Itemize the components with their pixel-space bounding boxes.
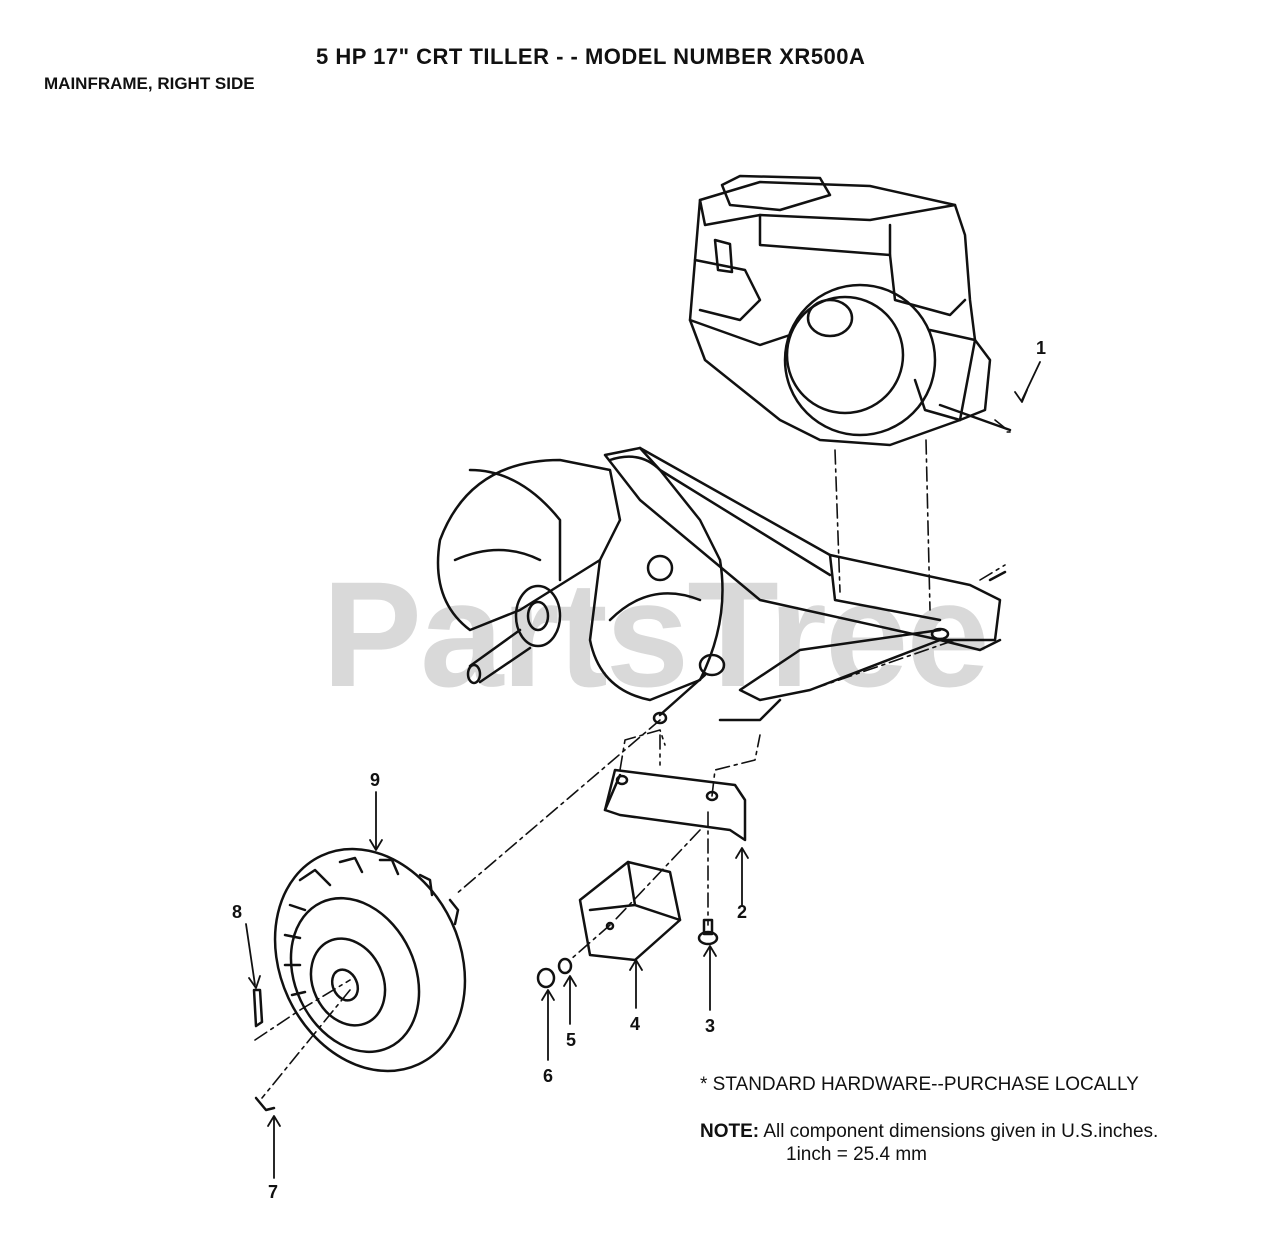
callout-3: 3 <box>705 1016 715 1036</box>
standard-hardware-note: * STANDARD HARDWARE--PURCHASE LOCALLY <box>700 1074 1139 1095</box>
callout-9: 9 <box>370 770 380 790</box>
pin-illustration <box>252 988 276 1112</box>
bracket-illustration <box>603 768 747 842</box>
callout-4: 4 <box>630 1014 640 1034</box>
diagram-title: 5 HP 17" CRT TILLER - - MODEL NUMBER XR5… <box>316 44 866 69</box>
callout-arrows <box>245 361 1041 1179</box>
note-text: All component dimensions given in U.S.in… <box>763 1121 1159 1142</box>
diagram-subtitle: MAINFRAME, RIGHT SIDE <box>44 74 255 93</box>
weight-block-illustration <box>578 860 682 962</box>
callout-1: 1 <box>1036 338 1046 358</box>
unit-conversion: 1inch = 25.4 mm <box>786 1144 927 1165</box>
callout-5: 5 <box>566 1030 576 1050</box>
engine-illustration <box>688 174 1012 447</box>
axle-illustration <box>466 584 562 685</box>
callout-6: 6 <box>543 1066 553 1086</box>
note-label: NOTE: <box>700 1121 760 1142</box>
dimensions-note: NOTE: All component dimensions given in … <box>700 1121 1158 1143</box>
washer-illustration <box>536 957 573 989</box>
bolt-illustration <box>697 918 719 946</box>
callout-7: 7 <box>268 1182 278 1202</box>
tine-shield-illustration <box>436 455 724 702</box>
wheel-illustration <box>273 847 467 1073</box>
assembly-centerlines <box>254 419 1011 1099</box>
mainframe-illustration <box>603 446 1007 725</box>
callout-2: 2 <box>737 902 747 922</box>
callout-8: 8 <box>232 902 242 922</box>
